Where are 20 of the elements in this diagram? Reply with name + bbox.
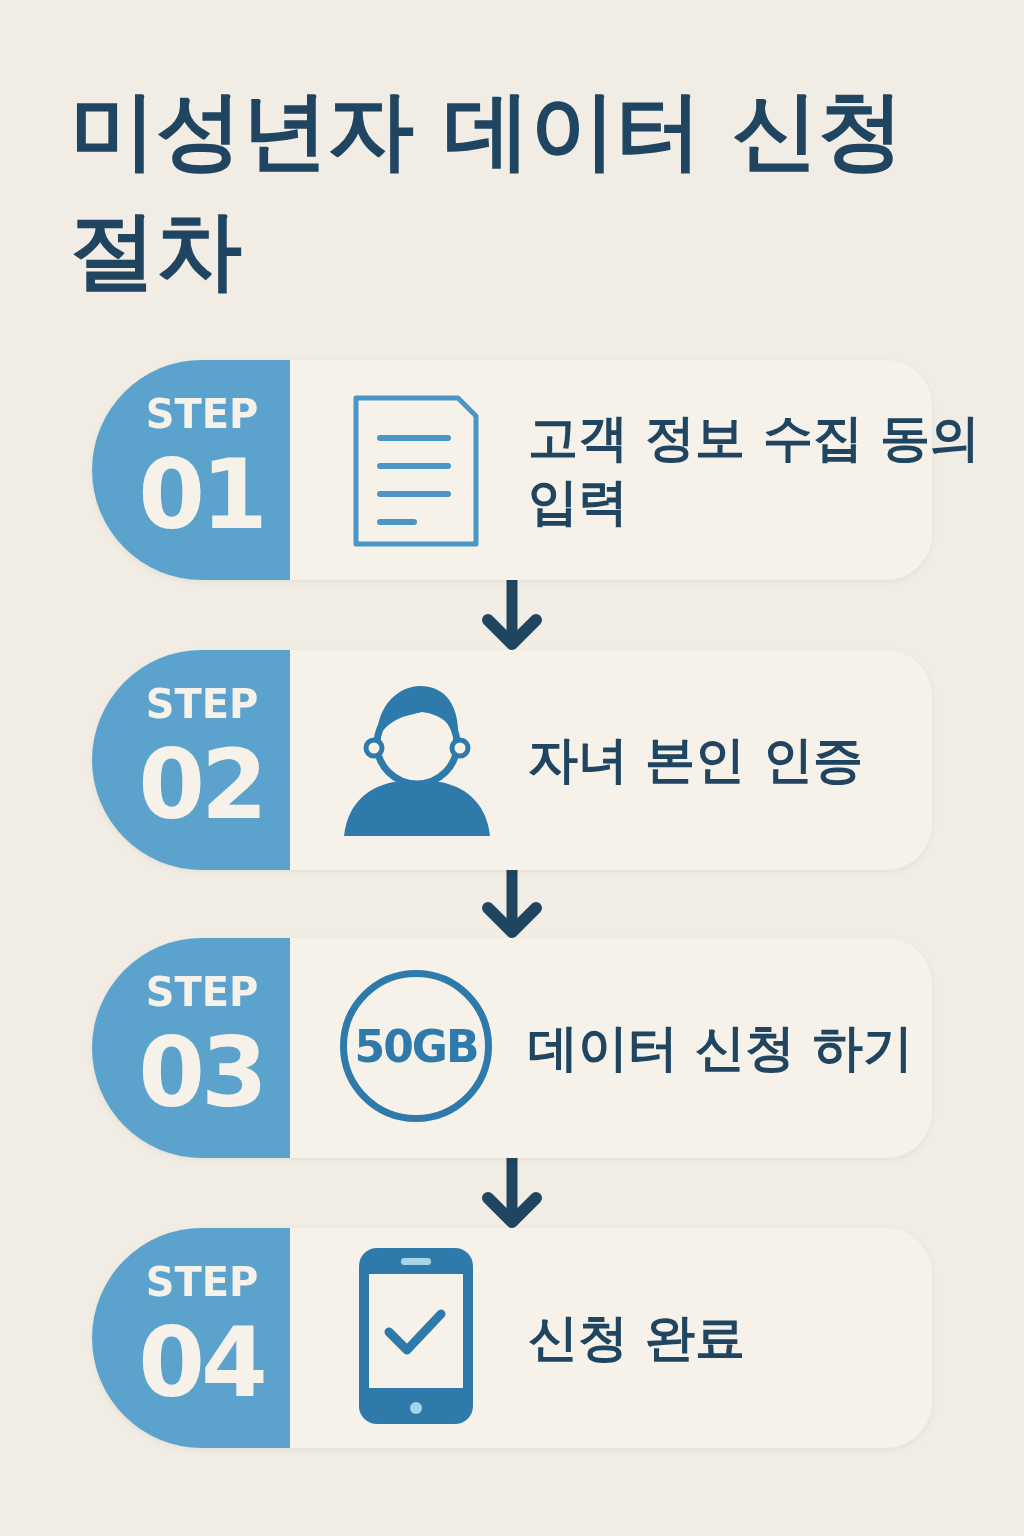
step-card: [92, 650, 932, 870]
step-title: 고객 정보 수집 동의 입력: [528, 408, 982, 533]
arrow: [482, 1158, 542, 1228]
arrow: [482, 580, 542, 650]
step-number: 02: [137, 730, 265, 840]
step-number: 04: [137, 1308, 265, 1418]
step-number: 03: [137, 1018, 265, 1128]
step-title: 신청 완료: [528, 1308, 747, 1369]
step-label: STEP: [144, 1258, 260, 1306]
step-number: 01: [137, 440, 265, 550]
arrow: [482, 870, 542, 938]
step-label: STEP: [144, 390, 260, 438]
step-card: [92, 938, 932, 1158]
step-title: 자녀 본인 인증: [528, 730, 864, 791]
title: 미성년자 데이터 신청 절차: [70, 79, 905, 302]
step-label: STEP: [144, 968, 260, 1016]
step-label: STEP: [144, 680, 260, 728]
step-card: [92, 1228, 932, 1448]
data-circle: 50GB: [340, 970, 492, 1122]
step-title: 데이터 신청 하기: [528, 1018, 914, 1079]
